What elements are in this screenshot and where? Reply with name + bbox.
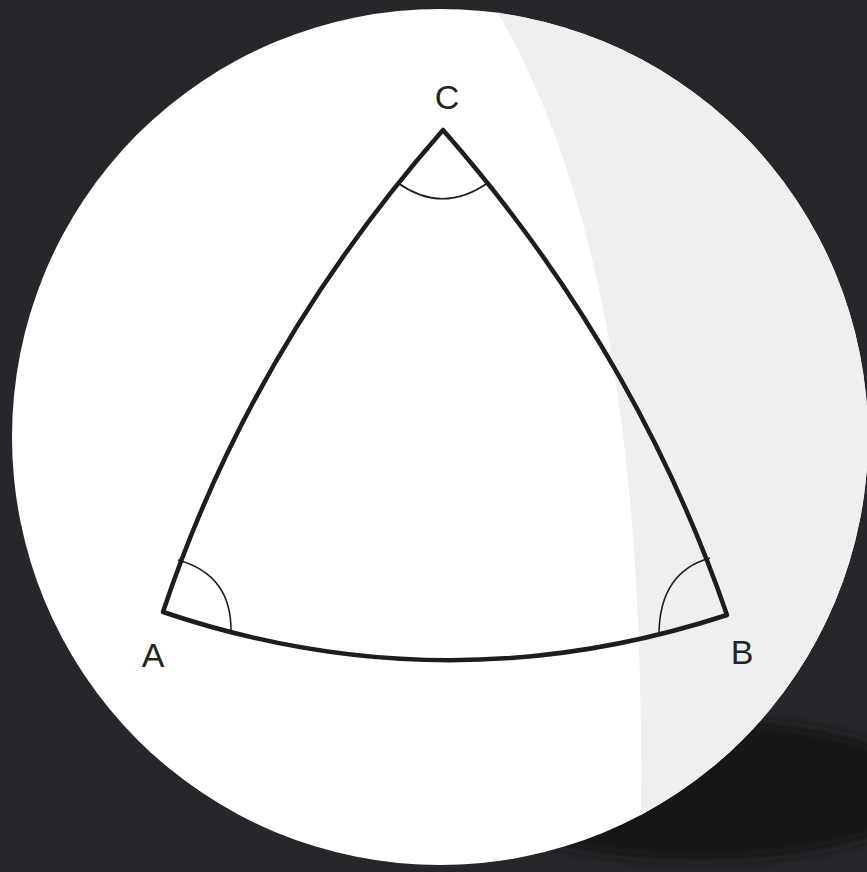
spherical-triangle [163,130,727,660]
vertex-label: C [435,80,460,114]
angle-arc [178,560,231,632]
vertex-label: B [731,635,754,669]
angle-arc [659,558,710,633]
vertex-label: A [142,638,165,672]
angle-arc [398,182,489,199]
sphere-shading [490,0,867,872]
